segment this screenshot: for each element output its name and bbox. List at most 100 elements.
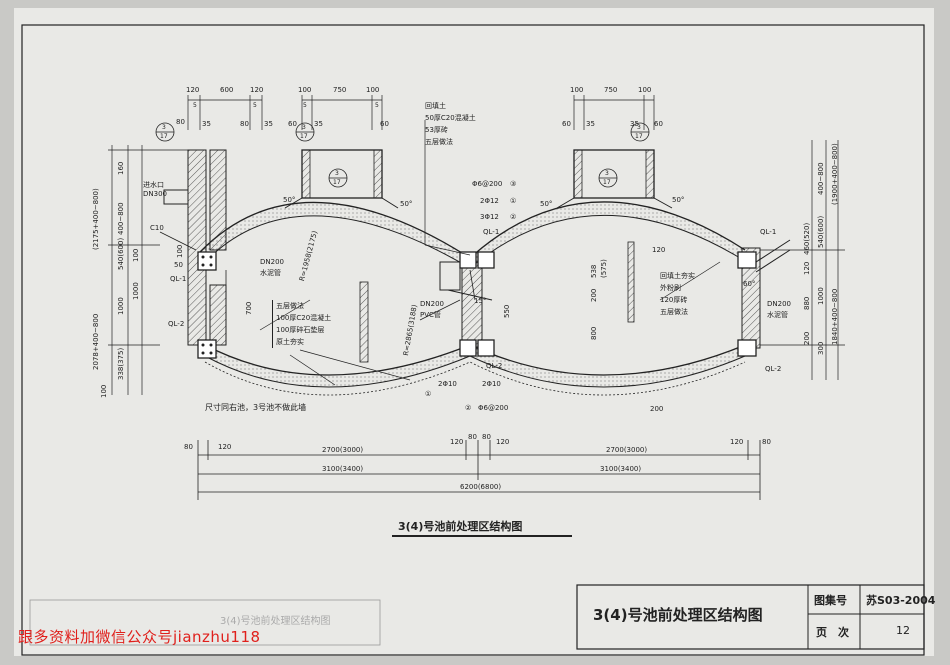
ql1-mid-right <box>477 251 495 269</box>
detail-ref-bottom-4: 17 <box>635 133 643 140</box>
dim-mid-750: 750 <box>333 86 347 94</box>
dim-120-right: 120 <box>652 246 666 254</box>
inlet-pipe <box>163 189 189 205</box>
bdim-span-left: 2700(3000) <box>322 446 364 454</box>
dim-right-100a: 100 <box>570 86 584 94</box>
ql2-mid-right <box>477 339 495 357</box>
ql1-mid-left <box>459 251 477 269</box>
dim-v-338: 338(375) <box>117 347 125 380</box>
detail-ref-bottom-3: 17 <box>333 179 341 186</box>
dim-v-400-800: 400~800 <box>117 202 125 235</box>
circle-2b: ② <box>465 404 472 412</box>
floor-concrete <box>205 345 745 387</box>
dim-550: 550 <box>503 304 511 318</box>
label-ql1-mid: QL-1 <box>483 228 500 236</box>
dim-700: 700 <box>245 301 253 315</box>
dim-200-bottom: 200 <box>650 405 664 413</box>
radius-1958: R=1958(2175) <box>298 229 320 283</box>
bdim-mid-120a: 120 <box>450 438 464 446</box>
right-partition <box>627 241 635 323</box>
dim-800: 800 <box>590 326 598 340</box>
bdim-mid-80a: 80 <box>468 433 477 441</box>
dn200-left-type: 水泥管 <box>260 269 281 277</box>
drawing-title: 3(4)号池前处理区结构图 <box>398 520 523 533</box>
left-layer-3: 100厚碎石垫层 <box>276 326 325 334</box>
detail-ref-top-5: 3 <box>605 170 609 177</box>
dim-575: (575) <box>600 259 608 278</box>
dim-mid-35: 35 <box>314 120 323 128</box>
dim-v-1000: 1000 <box>117 297 125 315</box>
left-layer-2: 100厚C20混凝土 <box>276 314 332 322</box>
bdim-mid-80b: 80 <box>482 433 491 441</box>
dim-mid-5b: 5 <box>375 102 379 109</box>
left-wall <box>187 149 207 346</box>
right-dimension-lines <box>760 140 845 380</box>
label-ql2-right: QL-2 <box>765 365 782 373</box>
right-layer-4: 五层做法 <box>660 308 688 316</box>
dn200-pvc-type: PVC管 <box>420 311 441 319</box>
dim-left-600: 600 <box>220 86 234 94</box>
right-pipe <box>755 239 791 263</box>
bdim-120-right: 120 <box>730 438 744 446</box>
page-value: 12 <box>896 624 910 637</box>
left-layer-4: 原土夯实 <box>276 338 304 346</box>
ql2-mid-left <box>459 339 477 357</box>
detail-ref-top-4: 3 <box>637 124 641 131</box>
dim-right-35b: 35 <box>630 120 639 128</box>
ghost-title-block <box>29 599 381 646</box>
dim-rv-880: 880 <box>803 296 811 310</box>
dim-mid-100b: 100 <box>366 86 380 94</box>
bdim-span-right: 2700(3000) <box>606 446 648 454</box>
watermark-text: 跟多资料加微信公众号jianzhu118 <box>18 628 261 646</box>
label-ql2-mid: QL-2 <box>486 362 503 370</box>
dn200-right-type: 水泥管 <box>767 311 788 319</box>
dim-v-160: 160 <box>117 161 125 175</box>
rebar-phi6-bot: Φ6@200 <box>478 404 509 412</box>
angle-1: 50° <box>283 196 296 204</box>
circle-1a: ① <box>510 197 517 205</box>
bdim-half-left: 3100(3400) <box>322 465 364 473</box>
dim-rv-200: 200 <box>803 331 811 345</box>
detail-ref-top-2: 3 <box>302 124 306 131</box>
dim-mid-60: 60 <box>288 120 297 128</box>
dim-v-100b: 100 <box>100 384 108 398</box>
detail-ref-top: 3 <box>162 124 166 131</box>
dn200-left: DN200 <box>260 258 284 266</box>
dim-v-2078: 2078+400~800 <box>92 313 100 370</box>
dim-left-5b: 5 <box>253 102 257 109</box>
right-layer-legend: 回填土夯实 外粉刷 120厚砖 五层做法 <box>660 270 695 318</box>
top-layer-2: 50厚C20混凝土 <box>425 114 476 122</box>
dim-100-left: 100 <box>176 244 184 258</box>
bdim-80-right: 80 <box>762 438 771 446</box>
bdim-total: 6200(6800) <box>460 483 502 491</box>
dim-v-100: 100 <box>132 248 140 262</box>
right-layer-2: 外粉刷 <box>660 284 681 292</box>
bdim-80-left: 80 <box>184 443 193 451</box>
rebar-2phi12: 2Φ12 <box>480 197 499 205</box>
detail-ref-bottom-5: 17 <box>603 179 611 186</box>
dn200-pvc: DN200 <box>420 300 444 308</box>
label-c10: C10 <box>150 224 164 232</box>
dim-rv-1840: 1840+400~800 <box>831 288 839 345</box>
dim-left-120a: 120 <box>186 86 200 94</box>
left-inner-wall <box>209 149 227 251</box>
partition-wall <box>359 281 369 363</box>
dim-v-540: 540(600) <box>117 237 125 270</box>
atlas-value: 苏S03-2004 <box>866 594 936 607</box>
dim-mid-60b: 60 <box>380 120 389 128</box>
circle-2a: ② <box>510 213 517 221</box>
dim-right-100b: 100 <box>638 86 652 94</box>
note-same-size: 尺寸同右池，3号池不做此墙 <box>205 403 307 412</box>
bottom-dimension-lines <box>197 440 761 500</box>
floor-layer <box>204 361 746 396</box>
dim-538: 538 <box>590 264 598 278</box>
top-layer-1: 回填土 <box>425 102 446 110</box>
dim-rv-460: 460(520) <box>803 222 811 255</box>
dim-rv-540: 540(600) <box>817 215 825 248</box>
label-ql1-left: QL-1 <box>170 275 187 283</box>
dim-left-35b: 35 <box>264 120 273 128</box>
dim-left-80b: 80 <box>240 120 249 128</box>
dim-right-60a: 60 <box>562 120 571 128</box>
inlet-label: 进水口 <box>143 181 164 189</box>
